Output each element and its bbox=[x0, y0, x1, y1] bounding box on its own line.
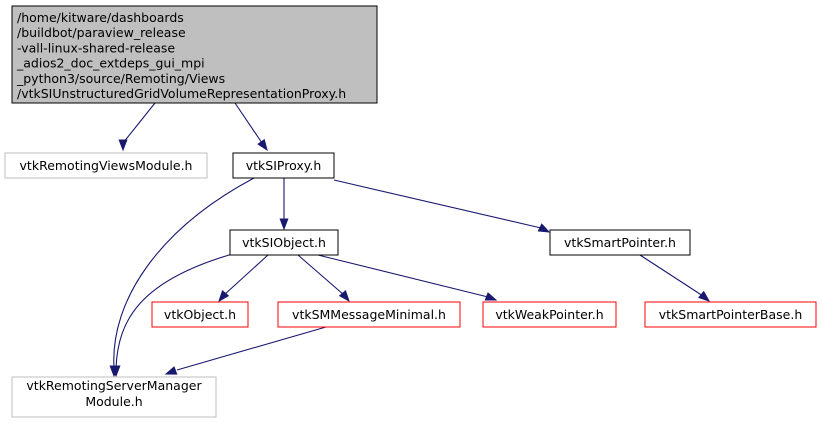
edge-root-to-si_proxy bbox=[234, 102, 268, 152]
node-label-line: vtkSmartPointerBase.h bbox=[659, 307, 803, 322]
arrow-head-icon bbox=[118, 139, 128, 152]
edge-si_proxy-to-remoting_server_manager_module bbox=[109, 177, 255, 378]
edge-line bbox=[122, 102, 156, 144]
edge-si_proxy-to-smart_pointer bbox=[333, 179, 551, 233]
node-label-line: vtkSmartPointer.h bbox=[564, 235, 676, 250]
edge-line bbox=[333, 179, 542, 229]
edge-line bbox=[234, 102, 263, 144]
edges-layer bbox=[109, 102, 711, 378]
node-si-object[interactable]: vtkSIObject.h bbox=[229, 229, 339, 256]
edge-si_object-to-remoting_server_manager_module bbox=[111, 252, 237, 378]
node-object[interactable]: vtkObject.h bbox=[151, 301, 249, 328]
edge-line bbox=[639, 254, 704, 297]
node-si-proxy[interactable]: vtkSIProxy.h bbox=[232, 152, 335, 179]
arrow-head-icon bbox=[698, 290, 711, 302]
arrow-head-icon bbox=[484, 292, 498, 301]
node-label-line: /home/kitware/dashboards bbox=[17, 10, 184, 25]
edge-si_proxy-to-si_object bbox=[279, 178, 289, 231]
edge-root-to-remoting_views_module bbox=[118, 102, 156, 152]
node-smart-pointer[interactable]: vtkSmartPointer.h bbox=[549, 229, 691, 256]
arrow-head-icon bbox=[164, 366, 178, 375]
node-box[interactable] bbox=[232, 152, 335, 179]
node-box[interactable] bbox=[277, 301, 461, 328]
node-label-line: vtkObject.h bbox=[164, 307, 236, 322]
arrow-head-icon bbox=[257, 138, 268, 152]
node-label-line: _adios2_doc_extdeps_gui_mpi bbox=[16, 56, 205, 71]
node-label-line: _python3/source/Remoting/Views bbox=[16, 71, 225, 86]
edge-line bbox=[113, 177, 255, 369]
node-box[interactable] bbox=[11, 376, 217, 418]
edge-smart_pointer-to-smart_pointer_base bbox=[639, 254, 711, 302]
node-root[interactable]: /home/kitware/dashboards/buildbot/paravi… bbox=[11, 5, 378, 104]
node-label-line: /vtkSIUnstructuredGridVolumeRepresentati… bbox=[17, 86, 346, 101]
node-box[interactable] bbox=[4, 152, 208, 179]
node-box[interactable] bbox=[482, 301, 617, 328]
edge-sm_message_minimal-to-remoting_server_manager_module bbox=[164, 326, 327, 375]
node-label-line: vtkSMMessageMinimal.h bbox=[292, 307, 446, 322]
node-label-line: vtkWeakPointer.h bbox=[495, 307, 603, 322]
edge-si_object-to-sm_message_minimal bbox=[297, 254, 350, 303]
edge-line bbox=[176, 326, 327, 371]
arrow-head-icon bbox=[111, 365, 121, 378]
node-sm-message-minimal[interactable]: vtkSMMessageMinimal.h bbox=[277, 301, 461, 328]
node-box[interactable] bbox=[11, 5, 378, 104]
edge-si_object-to-object bbox=[218, 254, 269, 303]
node-label-line: Module.h bbox=[85, 394, 142, 409]
node-box[interactable] bbox=[549, 229, 691, 256]
arrow-head-icon bbox=[537, 223, 551, 233]
node-weak-pointer[interactable]: vtkWeakPointer.h bbox=[482, 301, 617, 328]
edge-si_object-to-weak_pointer bbox=[317, 254, 498, 301]
node-box[interactable] bbox=[644, 301, 817, 328]
node-label-line: vtkSIObject.h bbox=[242, 235, 326, 250]
arrow-head-icon bbox=[218, 290, 230, 303]
node-smart-pointer-base[interactable]: vtkSmartPointerBase.h bbox=[644, 301, 817, 328]
node-label-line: vtkRemotingServerManager bbox=[26, 378, 202, 393]
nodes-layer: /home/kitware/dashboards/buildbot/paravi… bbox=[4, 5, 817, 418]
edge-line bbox=[317, 254, 489, 298]
edge-line bbox=[223, 254, 269, 296]
edge-line bbox=[115, 252, 237, 369]
node-box[interactable] bbox=[151, 301, 249, 328]
arrow-head-icon bbox=[338, 290, 350, 303]
edge-line bbox=[297, 254, 345, 296]
node-label-line: /buildbot/paraview_release bbox=[17, 25, 186, 40]
arrow-head-icon bbox=[279, 218, 289, 231]
node-label-line: -vall-linux-shared-release bbox=[17, 40, 175, 55]
node-label-line: vtkRemotingViewsModule.h bbox=[20, 158, 193, 173]
node-remoting-views-module[interactable]: vtkRemotingViewsModule.h bbox=[4, 152, 208, 179]
node-box[interactable] bbox=[229, 229, 339, 256]
node-label-line: vtkSIProxy.h bbox=[246, 158, 322, 173]
